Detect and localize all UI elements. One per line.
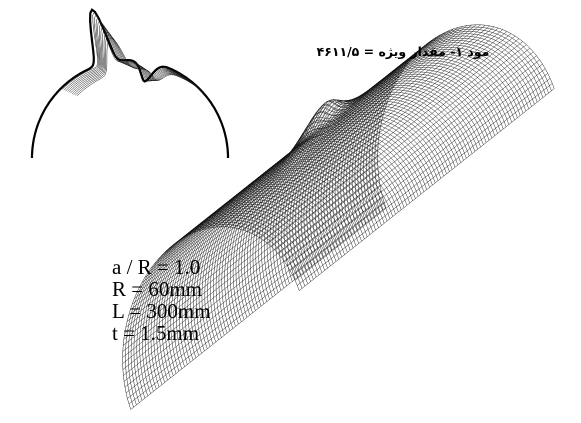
cross-section-mesh-line xyxy=(75,34,207,96)
parameter-length: L = 300mm xyxy=(112,299,211,323)
mesh-line-circumferential xyxy=(213,154,391,338)
mesh-line-circumferential xyxy=(295,89,473,273)
mesh-line-circumferential xyxy=(241,132,419,316)
cross-section-mesh-line xyxy=(73,32,206,95)
mesh-line-circumferential xyxy=(261,116,439,300)
cross-section-mesh-line xyxy=(67,20,203,92)
mesh-line-circumferential xyxy=(221,147,399,331)
parameter-thickness: t = 1.5mm xyxy=(112,321,200,345)
mesh-line-circumferential xyxy=(266,112,444,295)
mesh-line-circumferential xyxy=(187,174,365,358)
mesh-line-circumferential xyxy=(317,71,495,255)
cylindrical-shell-mesh xyxy=(122,24,555,410)
mesh-line-circumferential xyxy=(278,103,456,287)
mesh-line-circumferential xyxy=(196,168,374,352)
cross-section-arc xyxy=(30,8,230,158)
cross-section-mesh-line xyxy=(71,29,205,94)
mesh-line-circumferential xyxy=(255,121,433,304)
cross-section-mesh-line xyxy=(65,17,202,92)
cross-section-mesh-line xyxy=(68,23,204,93)
mesh-line-circumferential xyxy=(249,125,427,309)
mesh-line-circumferential xyxy=(193,170,371,354)
mesh-line-circumferential xyxy=(283,98,461,282)
mesh-line-circumferential xyxy=(343,51,521,235)
cross-section-mesh-line xyxy=(63,14,201,91)
cross-section-mesh-line xyxy=(76,37,208,97)
parameter-radius: R = 60mm xyxy=(112,277,203,301)
mesh-line-circumferential xyxy=(340,53,518,237)
mesh-line-circumferential xyxy=(244,129,422,313)
mesh-line-circumferential xyxy=(238,134,416,318)
mesh-line-circumferential xyxy=(323,67,501,251)
mesh-line-circumferential xyxy=(247,127,425,311)
mesh-line-circumferential xyxy=(275,105,453,289)
mesh-line-circumferential xyxy=(320,69,498,253)
mesh-line-circumferential xyxy=(366,33,544,217)
mesh-line-circumferential xyxy=(218,150,396,334)
mesh-line-circumferential xyxy=(264,114,442,298)
mesh-line-circumferential xyxy=(377,24,555,208)
cross-section-mesh-line xyxy=(62,12,201,90)
mesh-line-circumferential xyxy=(349,46,527,230)
geometry-parameters: a / R = 1.0 R = 60mm L = 300mm t = 1.5mm xyxy=(112,256,211,344)
mesh-line-circumferential xyxy=(190,172,368,356)
cross-section-profile xyxy=(30,8,230,158)
mesh-line-circumferential xyxy=(281,100,459,284)
cross-section-mesh-line xyxy=(70,26,205,94)
mesh-line-circumferential xyxy=(315,73,493,257)
mode-eigenvalue-caption: مود ۱- مقدار ویژه = ۴۶۱۱/۵ xyxy=(316,44,490,59)
mesh-line-circumferential xyxy=(272,107,450,291)
mesh-line-circumferential xyxy=(252,123,430,307)
parameter-aspect-ratio: a / R = 1.0 xyxy=(112,255,201,279)
mesh-line-circumferential xyxy=(269,109,447,293)
mesh-line-circumferential xyxy=(346,49,524,233)
mesh-line-circumferential xyxy=(215,152,393,336)
